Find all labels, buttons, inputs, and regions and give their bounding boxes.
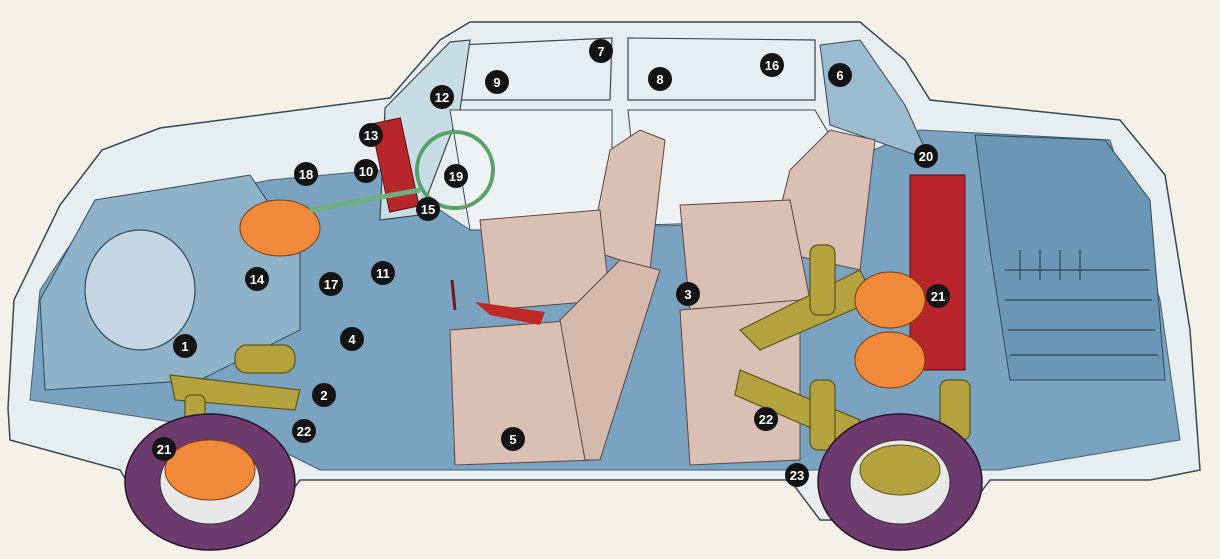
dashboard-panel (370, 117, 420, 213)
air-filter (239, 199, 321, 257)
svg-text:6: 6 (836, 68, 843, 83)
svg-text:1: 1 (181, 339, 188, 354)
gear-lever (450, 279, 457, 311)
callout-3: 3 (676, 282, 700, 306)
callout-16: 16 (760, 53, 784, 77)
callout-4: 4 (340, 327, 364, 351)
callout-23: 23 (785, 463, 809, 487)
svg-text:13: 13 (364, 128, 378, 143)
engine-block (84, 229, 196, 351)
svg-text:19: 19 (449, 169, 463, 184)
svg-text:18: 18 (299, 167, 313, 182)
fuel-tank (909, 174, 966, 371)
svg-text:15: 15 (421, 202, 435, 217)
callout-20: 20 (914, 144, 938, 168)
svg-text:9: 9 (493, 75, 500, 90)
rear-differential-lower (854, 331, 926, 389)
callout-22-rear: 22 (754, 407, 778, 431)
svg-text:11: 11 (376, 266, 390, 281)
svg-text:16: 16 (765, 58, 779, 73)
svg-text:22: 22 (759, 412, 773, 427)
front-wheel (124, 413, 296, 551)
callout-12: 12 (430, 85, 454, 109)
svg-text:10: 10 (359, 164, 373, 179)
callout-6: 6 (828, 63, 852, 87)
svg-text:2: 2 (320, 388, 327, 403)
callout-13: 13 (359, 123, 383, 147)
callout-14: 14 (245, 267, 269, 291)
handbrake (475, 302, 545, 325)
svg-text:21: 21 (157, 442, 171, 457)
callout-markers: 1 2 3 4 5 6 7 8 9 10 11 12 13 14 15 16 1… (152, 39, 950, 487)
steering-wheel (415, 130, 495, 210)
callout-18: 18 (294, 162, 318, 186)
boot-ribs (1005, 250, 1158, 356)
callout-1: 1 (173, 334, 197, 358)
svg-text:8: 8 (656, 72, 663, 87)
callout-5: 5 (501, 427, 525, 451)
rear-side-window (627, 37, 816, 101)
svg-text:12: 12 (435, 90, 449, 105)
svg-text:3: 3 (684, 287, 691, 302)
callout-7: 7 (589, 39, 613, 63)
callout-10: 10 (354, 159, 378, 183)
callout-9: 9 (485, 70, 509, 94)
callout-22-front: 22 (292, 419, 316, 443)
svg-text:17: 17 (324, 277, 338, 292)
svg-text:14: 14 (250, 272, 265, 287)
callout-21-front: 21 (152, 437, 176, 461)
svg-text:20: 20 (919, 149, 933, 164)
callout-8: 8 (648, 67, 672, 91)
svg-text:7: 7 (597, 44, 604, 59)
callout-11: 11 (371, 261, 395, 285)
front-seat-lower-back (559, 259, 661, 461)
svg-text:5: 5 (509, 432, 516, 447)
rear-differential-upper (854, 271, 926, 329)
callout-2: 2 (312, 383, 336, 407)
callout-19: 19 (444, 164, 468, 188)
svg-text:4: 4 (348, 332, 356, 347)
boot-compartment (974, 134, 1166, 381)
callout-21-rear: 21 (926, 284, 950, 308)
front-side-window (449, 37, 613, 101)
svg-text:23: 23 (790, 468, 804, 483)
steering-column (309, 187, 421, 213)
callout-15: 15 (416, 197, 440, 221)
rear-wheel (817, 413, 983, 551)
callout-17: 17 (319, 272, 343, 296)
svg-text:21: 21 (931, 289, 945, 304)
svg-text:22: 22 (297, 424, 311, 439)
rear-suspension (734, 244, 971, 451)
